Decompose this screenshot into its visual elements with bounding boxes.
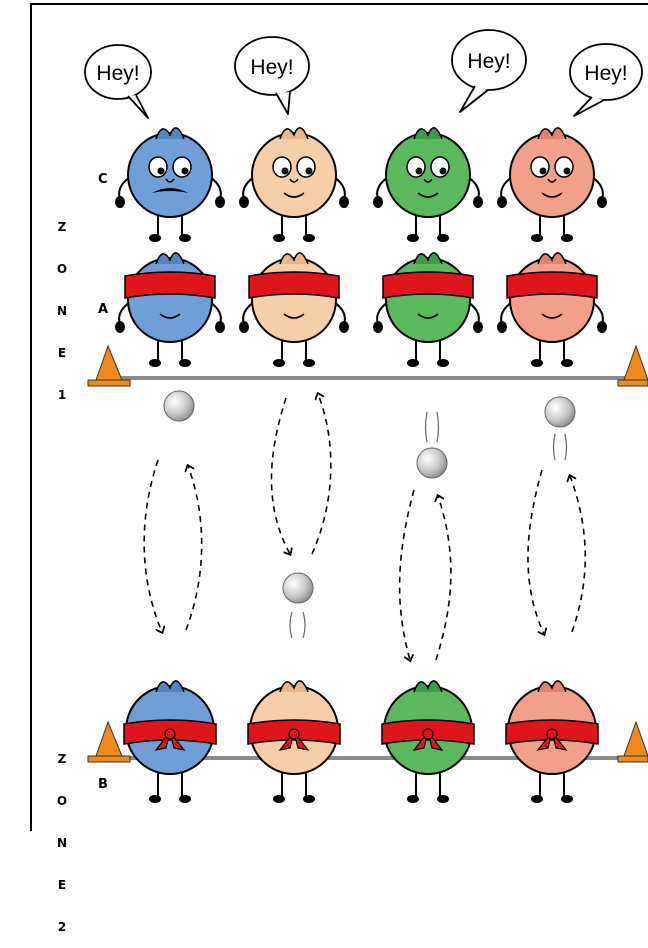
character-c-blue [115,127,225,242]
character-c-green [373,127,483,242]
throw-path-2-down [270,397,290,554]
cone-bottom-left [87,720,131,763]
character-b-green [381,680,475,803]
zone-1-letter-o: O [56,262,68,276]
character-a-green [373,252,483,367]
zone-1-label: Z O N E 1 [54,192,70,416]
character-c-peach [239,127,349,242]
zone-2-letter-z: Z [57,752,67,766]
row-label-c: C [98,172,108,187]
character-b-blue [123,680,217,803]
throw-path-3-up [436,496,452,661]
zone-2-letter-n: N [56,836,68,850]
speech-bubble-2: Hey! [234,36,310,115]
zone-2-letter-o: O [56,794,68,808]
character-b-peach [247,680,341,803]
zone-1-letter-e: E [57,346,67,360]
speech-bubble-4: Hey! [569,43,643,117]
zone-1-letter-n: N [56,304,68,318]
diagram-border [30,3,648,831]
bubble-text-3: Hey! [467,50,510,73]
character-a-salmon [497,252,607,367]
ball-2 [282,572,314,639]
character-c-salmon [497,127,607,242]
character-a-peach [239,252,349,367]
throw-path-3-down [398,489,415,660]
ball-4 [544,396,576,461]
throw-path-2-up [311,394,332,555]
zone-drill-diagram: Hey! Hey! Hey! Hey! [30,3,648,831]
cone-bottom-right [617,720,648,763]
bubble-text-2: Hey! [250,56,293,79]
zone-2-letter-e: E [57,878,67,892]
ball-1 [163,390,195,422]
throw-path-1-up [186,466,203,631]
cone-top-left [87,344,131,387]
character-a-blue [115,252,225,367]
zone-1-number: 1 [57,388,67,402]
throw-path-4-down [527,469,544,634]
throw-path-4-up [570,476,587,633]
ball-3 [416,411,448,479]
throw-paths [143,394,587,661]
row-label-b: B [98,777,108,792]
zone-2-label: Z O N E 2 [54,724,70,948]
zone-2-number: 2 [57,920,67,934]
speech-bubble-1: Hey! [84,44,152,119]
zone-1-letter-z: Z [57,220,67,234]
row-label-a: A [98,302,109,317]
speech-bubble-3: Hey! [451,29,527,113]
bubble-text-1: Hey! [96,62,139,85]
bubble-text-4: Hey! [584,62,627,85]
cone-top-right [617,344,648,387]
throw-path-1-down [143,459,162,632]
character-b-salmon [505,680,599,803]
